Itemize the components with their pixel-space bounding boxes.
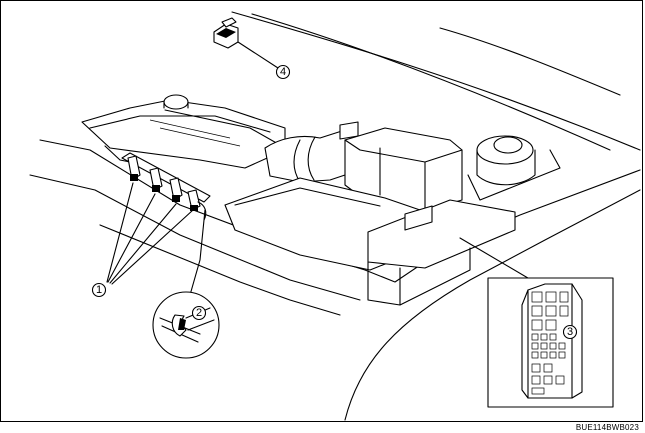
diagram-frame [0, 0, 643, 422]
hood-outline [231, 11, 641, 151]
callout-3: 3 [562, 324, 578, 340]
callout-1: 1 [91, 282, 107, 298]
engine-block [224, 177, 516, 306]
callout-2: 2 [191, 305, 207, 321]
callout-4: 4 [275, 64, 291, 80]
callout-1-label: 1 [96, 284, 102, 296]
ignition-coils [121, 152, 211, 296]
callout-3-label: 3 [567, 326, 573, 338]
detail-circle [152, 291, 220, 359]
leader-lines [106, 41, 563, 333]
callout-4-label: 4 [280, 66, 286, 78]
fuse-block-inset [487, 277, 614, 408]
cylinder-head-cover [81, 94, 286, 169]
callout-2-label: 2 [196, 307, 202, 319]
figure-code: BUE114BWB023 [575, 423, 639, 432]
air-intake-duct [264, 121, 361, 183]
battery [467, 135, 561, 201]
connector-part [213, 17, 239, 49]
